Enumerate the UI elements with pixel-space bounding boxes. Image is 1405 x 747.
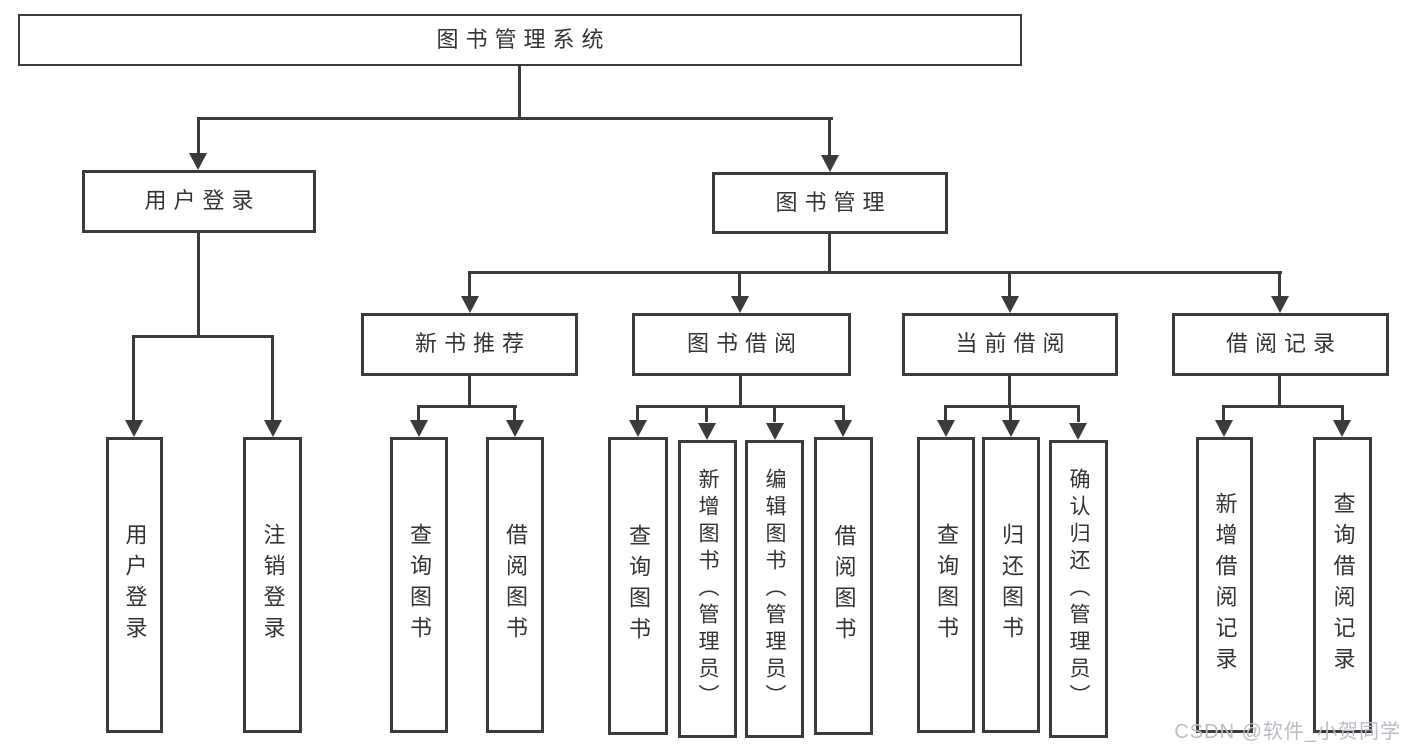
node-label: 新增借阅记录 [1212, 492, 1238, 678]
node-label: 当前借阅 [955, 331, 1072, 357]
node-cb-query-books: 查询图书 [917, 437, 975, 733]
connector-line [842, 405, 845, 422]
arrowhead-down-icon [937, 420, 955, 437]
arrowhead-down-icon [834, 420, 852, 437]
node-borrow-records: 借阅记录 [1172, 313, 1389, 376]
node-logout: 注销登录 [243, 437, 302, 733]
connector-line [944, 405, 1080, 408]
connector-line [1341, 405, 1344, 422]
node-bb-edit-books-admin: 编辑图书（管理员） [745, 440, 804, 738]
node-label: 确认归还（管理员） [1067, 467, 1090, 711]
node-label: 图书借阅 [686, 331, 803, 357]
node-label: 借阅图书 [831, 524, 857, 648]
node-label: 图书管理系统 [436, 26, 611, 52]
connector-line [518, 66, 521, 119]
arrowhead-down-icon [766, 423, 784, 440]
node-bb-add-books-admin: 新增图书（管理员） [678, 440, 737, 738]
node-br-add-record: 新增借阅记录 [1196, 437, 1253, 733]
node-book-management: 图书管理 [712, 172, 948, 234]
connector-line [468, 271, 1282, 274]
connector-line [417, 405, 420, 422]
connector-line [1222, 405, 1344, 408]
connector-line [197, 117, 833, 120]
node-label: 归还图书 [999, 523, 1024, 647]
connector-line [1278, 376, 1281, 408]
watermark: CSDN @软件_小贺同学 [1174, 721, 1401, 743]
connector-line [944, 405, 947, 422]
arrowhead-down-icon [629, 420, 647, 437]
connector-line [705, 405, 708, 422]
arrowhead-down-icon [264, 420, 282, 437]
node-login: 用户登录 [106, 437, 163, 733]
node-label: 查询借阅记录 [1330, 492, 1356, 678]
connector-line [636, 405, 639, 422]
arrowhead-down-icon [506, 420, 524, 437]
node-label: 用户登录 [122, 523, 148, 647]
connector-line [773, 405, 776, 422]
node-br-query-record: 查询借阅记录 [1313, 437, 1372, 733]
connector-line [1222, 405, 1225, 422]
node-label: 新书推荐 [414, 331, 531, 357]
arrowhead-down-icon [1333, 420, 1351, 437]
node-current-borrow: 当前借阅 [902, 313, 1118, 376]
node-nb-borrow-books: 借阅图书 [486, 437, 544, 733]
arrowhead-down-icon [125, 420, 143, 437]
arrowhead-down-icon [461, 296, 479, 313]
connector-line [132, 335, 274, 338]
arrowhead-down-icon [1069, 423, 1087, 440]
node-label: 新增图书（管理员） [696, 467, 719, 711]
arrowhead-down-icon [410, 420, 428, 437]
node-label: 查询图书 [407, 523, 432, 647]
arrowhead-down-icon [1001, 296, 1019, 313]
connector-line [1077, 405, 1080, 422]
node-root: 图书管理系统 [18, 14, 1022, 66]
node-label: 借阅记录 [1225, 331, 1342, 357]
node-new-book-recommend: 新书推荐 [361, 313, 578, 376]
connector-line [828, 117, 831, 157]
arrowhead-down-icon [731, 296, 749, 313]
node-bb-query-books: 查询图书 [608, 437, 668, 735]
arrowhead-down-icon [698, 423, 716, 440]
arrowhead-down-icon [821, 155, 839, 172]
connector-line [197, 233, 200, 338]
connector-line [271, 335, 274, 422]
connector-line [468, 376, 471, 408]
node-label: 图书管理 [775, 189, 892, 215]
connector-line [738, 271, 741, 298]
node-book-borrow: 图书借阅 [632, 313, 851, 376]
connector-line [828, 234, 831, 274]
node-cb-return-books: 归还图书 [982, 437, 1040, 733]
connector-line [636, 405, 845, 408]
arrowhead-down-icon [1002, 420, 1020, 437]
connector-line [1008, 271, 1011, 298]
node-nb-query-books: 查询图书 [390, 437, 448, 733]
connector-line [739, 376, 742, 408]
arrowhead-down-icon [1215, 420, 1233, 437]
node-label: 借阅图书 [503, 523, 528, 647]
connector-line [1278, 271, 1281, 298]
node-label: 查询图书 [934, 523, 959, 647]
connector-line [197, 117, 200, 155]
node-user-login: 用户登录 [82, 170, 316, 233]
connector-line [417, 405, 517, 408]
node-label: 查询图书 [626, 524, 651, 648]
node-label: 注销登录 [260, 523, 286, 647]
node-label: 用户登录 [144, 188, 261, 214]
arrowhead-down-icon [1271, 296, 1289, 313]
arrowhead-down-icon [189, 153, 207, 170]
connector-line [513, 405, 516, 422]
node-bb-borrow-books: 借阅图书 [814, 437, 873, 735]
connector-line [132, 335, 135, 422]
connector-line [1008, 376, 1011, 408]
connector-line [468, 271, 471, 298]
connector-line [1009, 405, 1012, 422]
node-label: 编辑图书（管理员） [763, 467, 786, 711]
node-cb-confirm-return-admin: 确认归还（管理员） [1049, 440, 1108, 738]
